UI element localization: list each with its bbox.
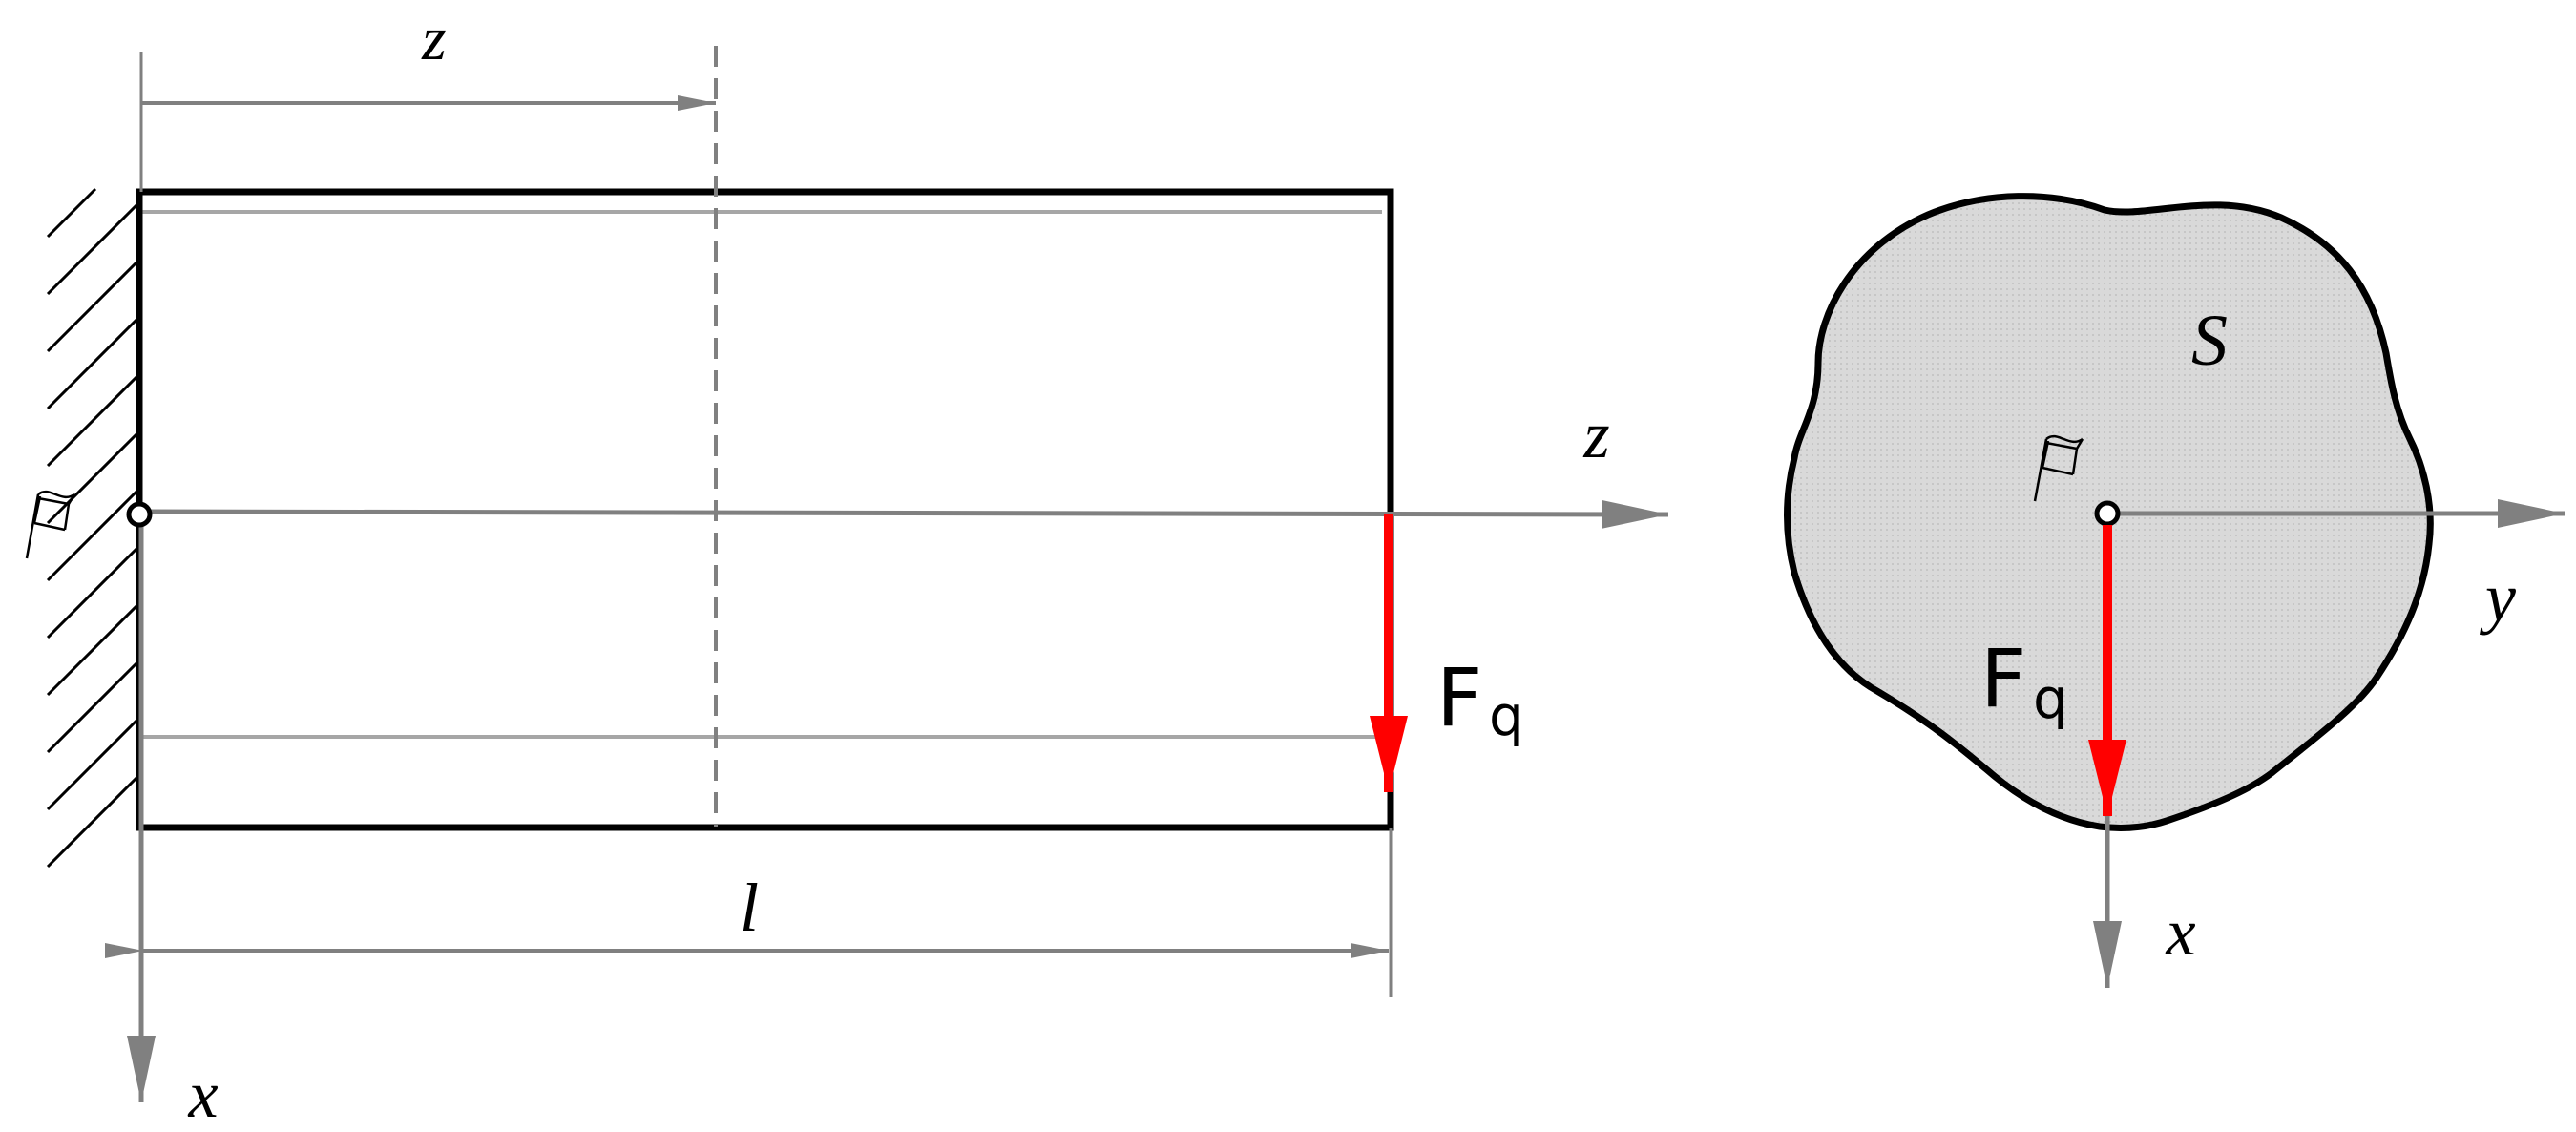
section-force-label: F q	[1980, 632, 2068, 731]
z-axis-label: z	[1582, 399, 1609, 472]
area-label: S	[2191, 301, 2228, 381]
section-force-label-sub: q	[2033, 666, 2068, 731]
section-force-label-main: F	[1980, 632, 2026, 725]
force-label: F q	[1436, 651, 1524, 748]
force-label-sub: q	[1489, 683, 1524, 748]
section-x-axis-label: x	[2165, 896, 2195, 970]
z-position-label: z	[421, 4, 447, 73]
force-label-main: F	[1436, 651, 1482, 744]
section-centroid-symbol	[2033, 434, 2084, 502]
origin-point	[126, 501, 153, 528]
length-label: l	[740, 870, 759, 946]
z-axis	[140, 499, 1669, 529]
centroid-symbol	[25, 490, 76, 559]
section-origin-point	[2094, 500, 2121, 527]
fixed-support-hatching	[46, 187, 140, 869]
beam-view: z z x l F q	[25, 4, 1669, 1132]
section-view: S y x F q	[1784, 193, 2565, 988]
x-axis-label: x	[187, 1059, 218, 1132]
y-axis-label: y	[2479, 559, 2516, 636]
